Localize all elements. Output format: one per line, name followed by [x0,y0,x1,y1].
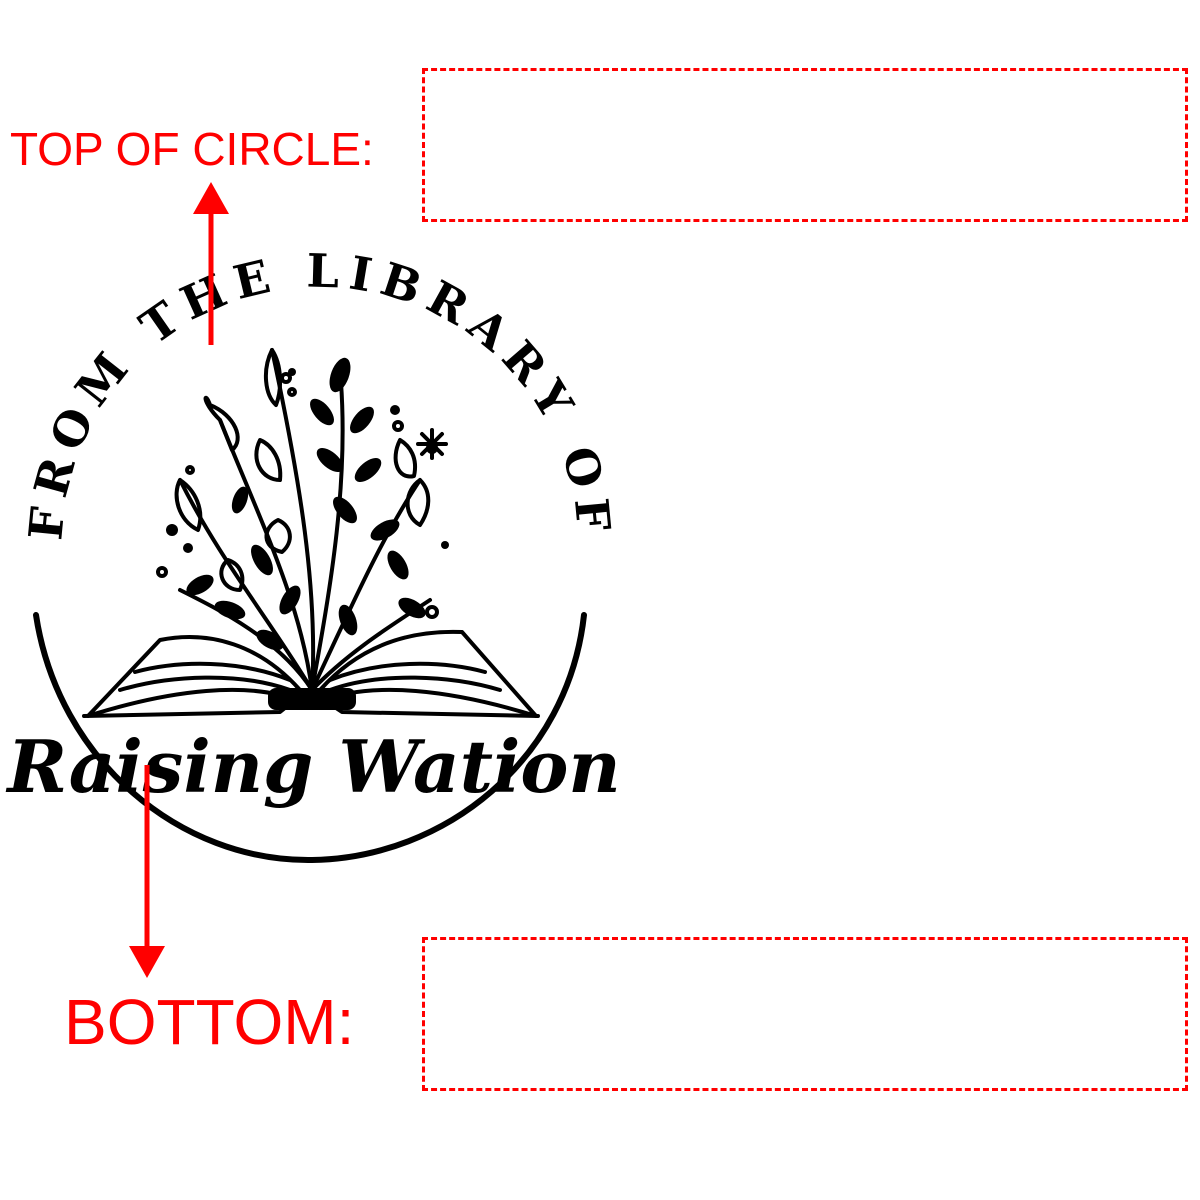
top-of-circle-label: TOP OF CIRCLE: [10,123,374,175]
stamp-name: Raising Wation [5,724,620,809]
arrow-up-icon [193,182,229,345]
top-of-circle-input-box[interactable] [422,68,1188,222]
bottom-label: BOTTOM: [64,986,355,1058]
stamp-circle-outline [33,612,587,864]
open-book-with-flowers-icon [82,348,540,718]
stamp-arc-text: FROM THE LIBRARY OF [18,244,621,543]
arrow-down-icon [129,765,165,978]
bottom-input-box[interactable] [422,937,1188,1091]
